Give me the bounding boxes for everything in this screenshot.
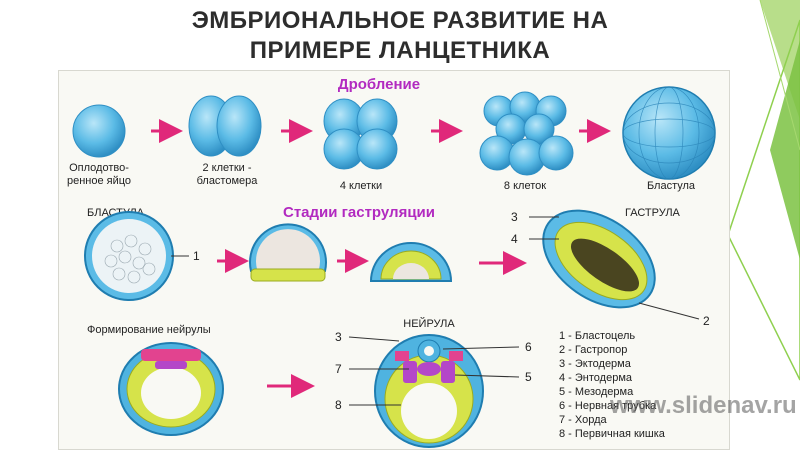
label-blastula: Бластула	[647, 180, 696, 192]
embryology-figure: Дробление Оплодотво- ренное	[58, 70, 730, 450]
blastomere-2	[216, 95, 262, 157]
slide-title-line-1: ЭМБРИОНАЛЬНОЕ РАЗВИТИЕ НА	[191, 7, 609, 34]
legend-item-6: 6 - Нервная трубка	[559, 400, 657, 412]
decor-triangle-dark	[770, 40, 800, 260]
pointer-5-neurula	[454, 374, 520, 378]
legend-item-8: 8 - Первичная кишка	[559, 428, 666, 440]
gastrula-heading: ГАСТРУЛА	[625, 207, 681, 219]
egg-cell	[72, 104, 126, 158]
marker-3-gastrula: 3	[511, 210, 518, 224]
eight-cell-stage	[479, 91, 574, 176]
label-four: 4 клетки	[340, 180, 382, 192]
legend-item-7: 7 - Хорда	[559, 414, 608, 426]
label-two-line-2: бластомера	[197, 175, 259, 187]
label-egg-line-2: ренное яйцо	[67, 175, 131, 187]
legend: 1 - Бластоцель 2 - Гастропор 3 - Эктодер…	[559, 330, 666, 440]
slide-title: ЭМБРИОНАЛЬНОЕ РАЗВИТИЕ НА ПРИМЕРЕ ЛАНЦЕТ…	[0, 6, 800, 66]
decorative-triangles	[727, 0, 800, 381]
label-eight: 8 клеток	[504, 180, 546, 192]
legend-item-1: 1 - Бластоцель	[559, 330, 635, 342]
neurula-formation-label: Формирование нейрулы	[87, 324, 211, 336]
blastula-cross-section	[84, 211, 174, 301]
pointer-3-neurula	[348, 336, 400, 342]
legend-item-2: 2 - Гастропор	[559, 344, 627, 356]
mid-gastrula	[369, 242, 453, 282]
early-gastrula	[249, 223, 327, 282]
neurula-formation-ring	[118, 342, 224, 436]
cleavage-title: Дробление	[338, 76, 420, 93]
slide-title-line-2: ПРИМЕРЕ ЛАНЦЕТНИКА	[249, 37, 551, 64]
pointer-6-neurula	[442, 346, 520, 350]
marker-5-neurula: 5	[525, 370, 532, 384]
legend-item-4: 4 - Энтодерма	[559, 372, 633, 384]
four-cell-stage	[323, 98, 398, 170]
gastrula	[542, 209, 656, 309]
blastula-sphere	[622, 86, 716, 180]
marker-8-neurula: 8	[335, 398, 342, 412]
marker-4-gastrula: 4	[511, 232, 518, 246]
label-two-line-1: 2 клетки -	[203, 162, 252, 174]
label-egg-line-1: Оплодотво-	[69, 162, 129, 174]
marker-6-neurula: 6	[525, 340, 532, 354]
watermark: www.slidenav.ru	[610, 392, 797, 419]
marker-7-neurula: 7	[335, 362, 342, 376]
legend-item-5: 5 - Мезодерма	[559, 386, 634, 398]
marker-2-gastrula: 2	[703, 314, 710, 328]
legend-item-3: 3 - Эктодерма	[559, 358, 632, 370]
neurula-heading: НЕЙРУЛА	[403, 317, 455, 330]
decor-triangle-outline	[727, 19, 800, 381]
marker-1-blastula: 1	[193, 249, 200, 263]
marker-3-neurula: 3	[335, 330, 342, 344]
neurula	[374, 334, 484, 448]
decor-line	[759, 0, 800, 151]
pointer-2-gastrula	[638, 302, 700, 320]
embryology-diagram: Дробление Оплодотво- ренное	[67, 76, 716, 448]
gastrulation-title: Стадии гаструляции	[283, 204, 435, 221]
